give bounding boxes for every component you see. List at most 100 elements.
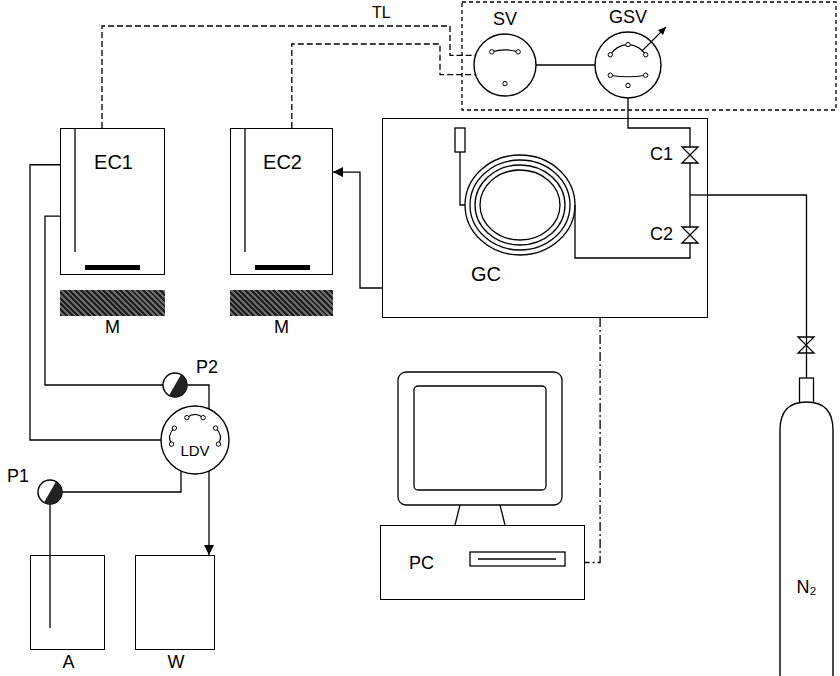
column-coil <box>480 170 560 240</box>
cylinder-body <box>780 402 833 676</box>
computer: PC <box>380 525 585 600</box>
node-label: W <box>168 653 185 673</box>
drain-line <box>208 471 209 555</box>
gas-cylinder-outline <box>778 378 835 676</box>
transfer-line <box>102 26 476 128</box>
line-label: TL <box>372 4 391 22</box>
valve-port <box>644 73 648 77</box>
valve-port <box>213 426 217 430</box>
node-label: A <box>62 653 74 673</box>
valve-symbol <box>682 227 698 243</box>
magnetic-stirrer: M <box>230 290 333 316</box>
liquid-line <box>187 385 209 409</box>
gas-cylinder: N₂ <box>778 378 835 676</box>
column-coil <box>475 165 565 245</box>
carrier-line <box>690 194 708 195</box>
valve-port <box>644 53 648 57</box>
liquid-distribution-valve-outline <box>160 405 230 475</box>
node-label: M <box>105 318 120 338</box>
monitor-stand <box>455 505 505 525</box>
stir-bar <box>85 265 140 270</box>
node-label: GC <box>471 263 501 285</box>
liquid-distribution-valve: LDV <box>160 405 230 475</box>
transfer-line <box>292 44 476 128</box>
column-line <box>460 152 465 205</box>
pump-rotor <box>169 375 187 397</box>
rotation-arrow <box>642 27 666 51</box>
valve-port <box>172 426 176 430</box>
valve-port <box>490 50 494 54</box>
node-label: N₂ <box>797 578 817 598</box>
node-label: P2 <box>196 358 218 378</box>
signal-cable <box>585 318 600 563</box>
disk-drive <box>470 552 565 566</box>
column-coil <box>465 155 575 255</box>
node-label: EC1 <box>94 151 133 173</box>
liquid-line <box>49 504 50 555</box>
gas-sampling-valve-outline <box>594 31 662 99</box>
valve-port <box>608 73 612 77</box>
valve-port <box>626 83 630 87</box>
valve-label: C2 <box>650 225 673 245</box>
node-label: SV <box>493 10 517 30</box>
valve-loop <box>610 75 645 77</box>
switching-valve: SV <box>473 33 537 97</box>
valve-port <box>201 415 205 419</box>
pump: P2 <box>162 372 188 398</box>
valve-body <box>474 34 536 96</box>
pump-outline <box>37 479 63 505</box>
valve-port <box>503 81 507 85</box>
valve-label: C1 <box>650 145 673 165</box>
equilibrium-cell: EC1 <box>60 128 165 275</box>
valve-port <box>169 442 173 446</box>
return-line <box>333 172 382 288</box>
valve-port <box>608 53 612 57</box>
pump-rotor <box>44 482 62 504</box>
waste-bottle: W <box>135 555 215 650</box>
pump: P1 <box>37 479 63 505</box>
dip-tube <box>49 555 50 628</box>
column-coil <box>470 160 570 250</box>
switching-valve-outline <box>473 33 537 97</box>
valve-body <box>161 406 229 474</box>
stir-bar <box>255 265 310 270</box>
node-label: P1 <box>7 467 29 487</box>
valve-loop <box>610 45 628 55</box>
reservoir: A <box>30 555 105 650</box>
valve-symbol <box>682 147 698 163</box>
dip-tube <box>244 128 245 252</box>
valve-body <box>163 373 187 397</box>
valve-port <box>516 50 520 54</box>
node-label: M <box>274 318 289 338</box>
gas-sampling-valve: GSV <box>594 31 662 99</box>
equilibrium-cell: EC2 <box>230 128 333 275</box>
cylinder-neck <box>800 378 814 404</box>
gas-line <box>536 64 595 65</box>
valve-loop <box>492 50 518 52</box>
heated-enclosure <box>462 2 836 110</box>
node-label: PC <box>409 554 434 574</box>
illustration-lines <box>50 2 836 628</box>
valve-port <box>216 442 220 446</box>
rotation-arrow-head <box>658 27 666 35</box>
injector <box>455 128 465 152</box>
carrier-line <box>575 118 690 258</box>
valve-body <box>38 480 62 504</box>
valve-port <box>626 42 630 46</box>
gas-line <box>627 98 628 118</box>
pump-outline <box>162 372 188 398</box>
liquid-line <box>62 471 181 492</box>
node-label: LDV <box>180 443 209 460</box>
carrier-gas-line <box>708 195 807 378</box>
node-label: EC2 <box>263 151 302 173</box>
magnetic-stirrer: M <box>60 290 165 316</box>
dip-tube <box>74 128 75 252</box>
disk-slot <box>478 558 556 559</box>
monitor-screen <box>414 386 546 490</box>
stir-bars <box>85 265 310 270</box>
valve-port <box>185 415 189 419</box>
monitor-frame <box>398 372 562 505</box>
node-label: GSV <box>609 8 647 28</box>
